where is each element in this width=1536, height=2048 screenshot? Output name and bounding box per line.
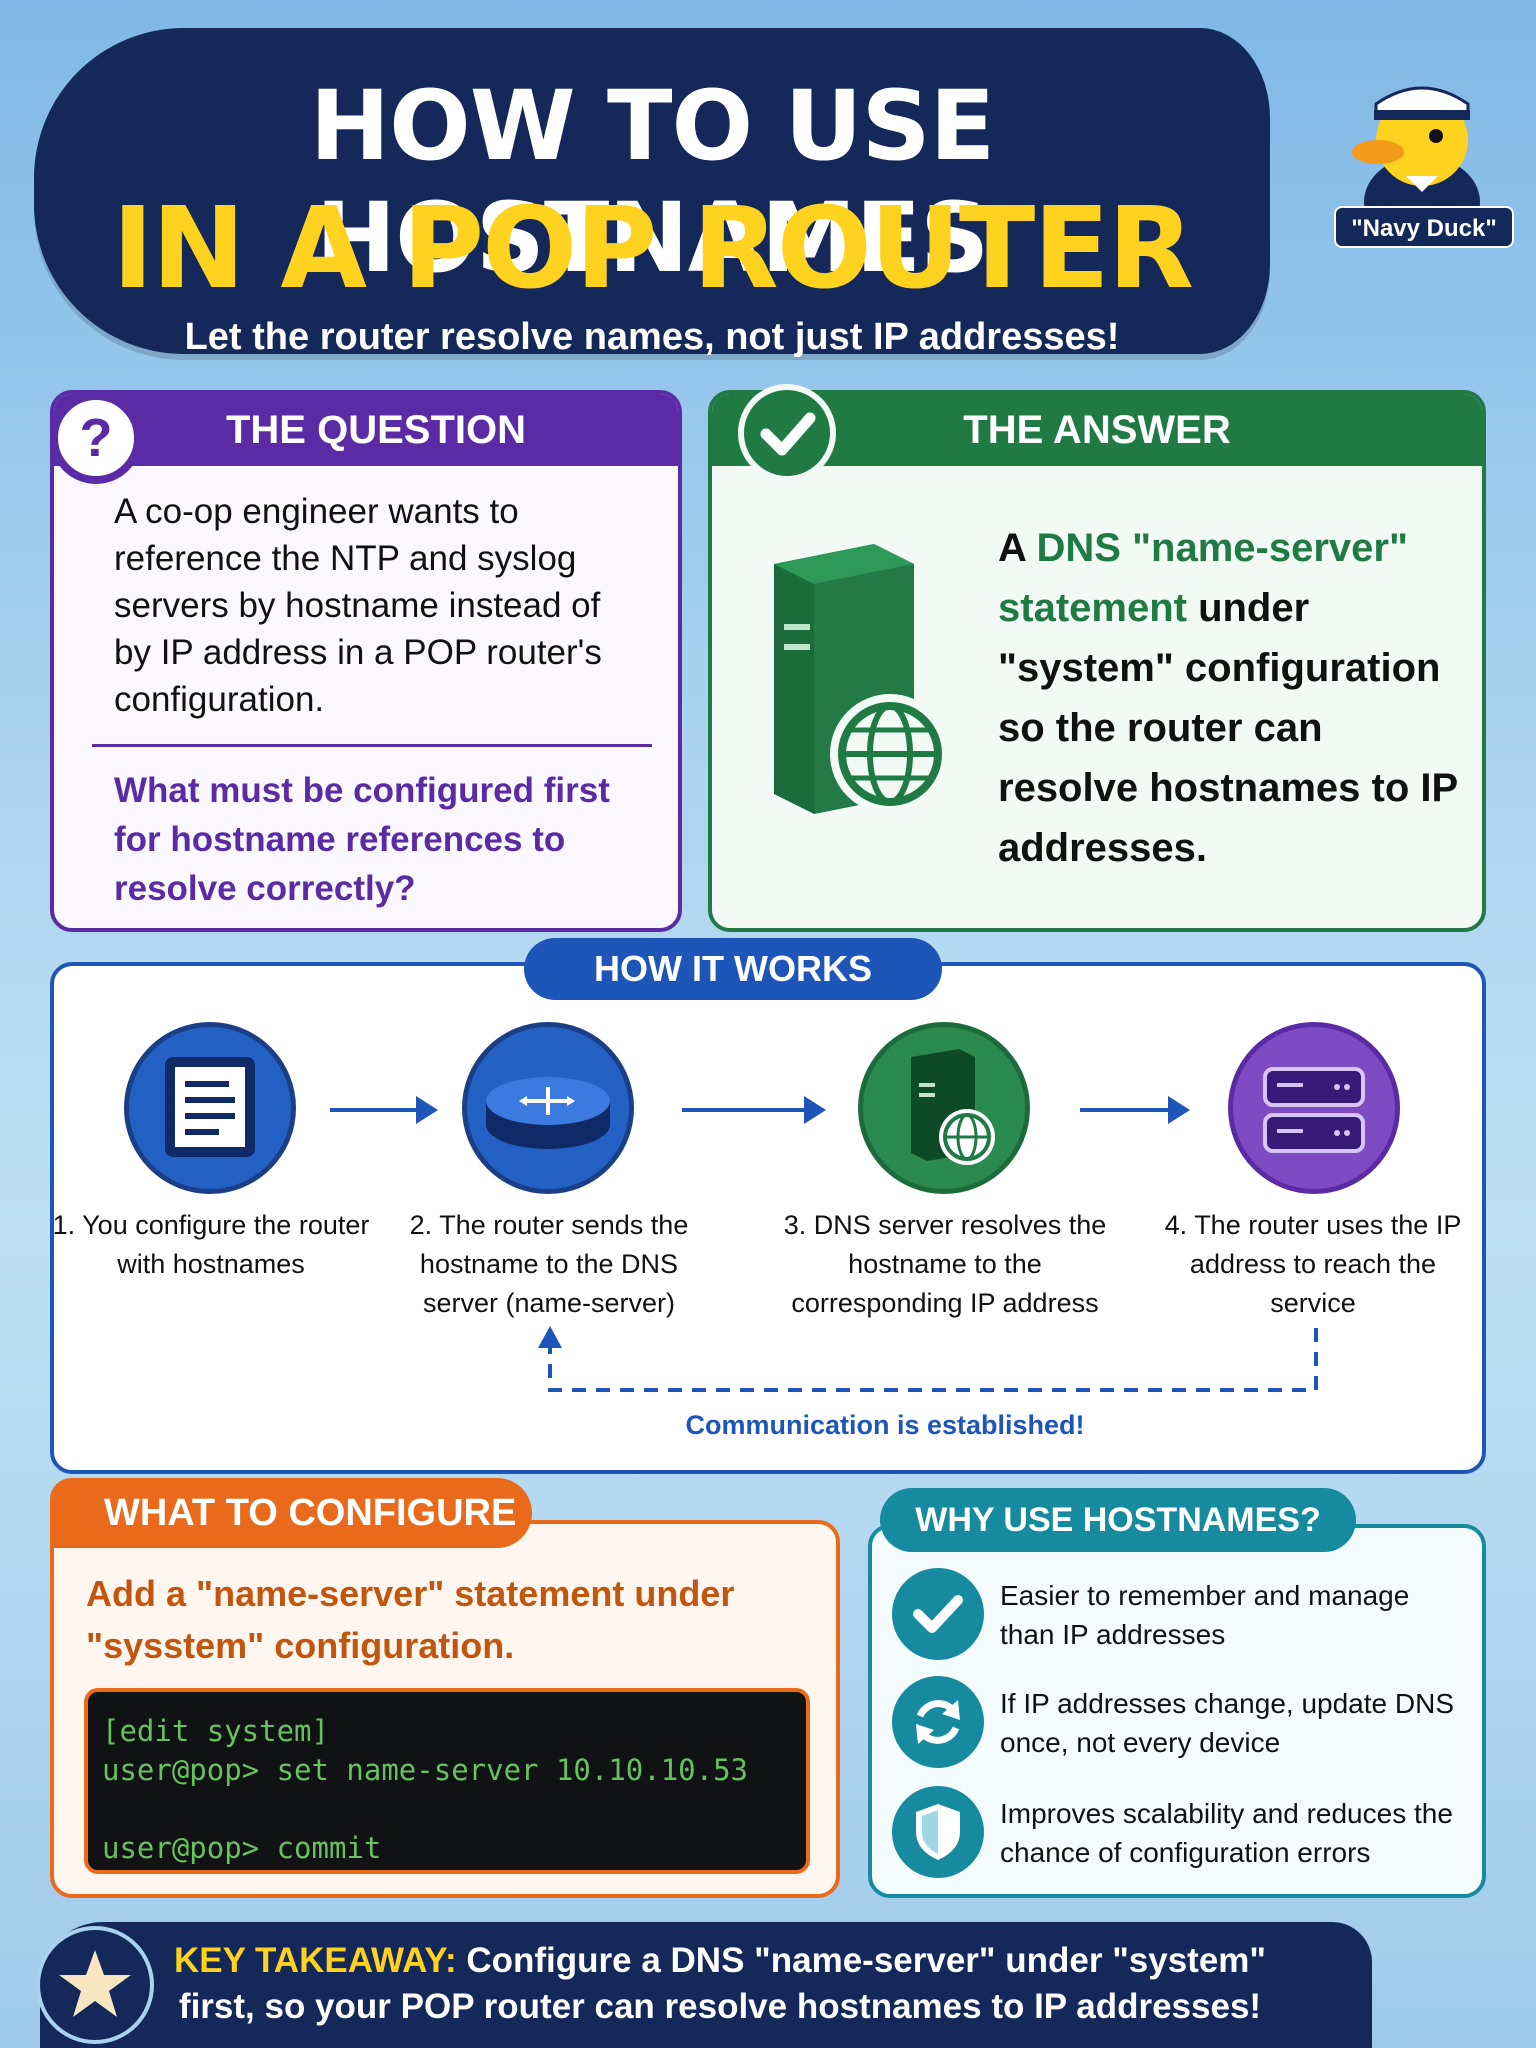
answer-text-suffix: under "system" configuration so the rout… xyxy=(998,586,1458,870)
answer-card: THE ANSWER A DNS "name-server" statement… xyxy=(708,390,1486,932)
router-icon xyxy=(462,1022,634,1194)
divider xyxy=(92,744,652,747)
check-icon xyxy=(892,1568,984,1660)
shield-icon xyxy=(892,1786,984,1878)
question-mark-icon: ? xyxy=(50,392,142,484)
refresh-icon xyxy=(892,1676,984,1768)
configure-text: Add a "name-server" statement under "sys… xyxy=(86,1573,735,1666)
terminal-line: user@pop> set name-server 10.10.10.53 xyxy=(102,1753,749,1787)
mascot-badge: "Navy Duck" xyxy=(1334,206,1514,248)
dns-server-globe-icon xyxy=(764,544,964,844)
key-takeaway-label: KEY TAKEAWAY: xyxy=(173,1941,457,1980)
question-card: THE QUESTION A co-op engineer wants to r… xyxy=(50,390,682,932)
step-2-label: 2. The router sends the hostname to the … xyxy=(409,1210,689,1318)
key-takeaway-text: KEY TAKEAWAY: Configure a DNS "name-serv… xyxy=(150,1938,1290,2030)
question-title: THE QUESTION xyxy=(225,408,527,452)
title-line-2: IN A POP ROUTER xyxy=(112,184,1194,314)
arrow-right-icon xyxy=(1080,1096,1190,1124)
why-item-2: If IP addresses change, update DNS once,… xyxy=(1000,1688,1454,1758)
why-item-3: Improves scalability and reduces the cha… xyxy=(1000,1798,1453,1868)
arrow-right-icon xyxy=(682,1096,826,1124)
terminal-line xyxy=(102,1790,792,1829)
subtitle: Let the router resolve names, not just I… xyxy=(184,316,1120,358)
step-1-label: 1. You configure the router with hostnam… xyxy=(52,1210,370,1279)
answer-highlight: DNS "name-server" statement xyxy=(998,526,1408,630)
answer-header xyxy=(712,394,1482,466)
title-line-1: HOW TO USE HOSTNAMES xyxy=(309,70,995,294)
arrow-right-icon xyxy=(330,1096,438,1124)
key-takeaway-bar xyxy=(40,1922,1372,2048)
terminal-code-block: [edit system] user@pop> set name-server … xyxy=(84,1688,810,1874)
answer-title: THE ANSWER xyxy=(963,408,1231,452)
why-item-1: Easier to remember and manage than IP ad… xyxy=(1000,1580,1410,1650)
dns-server-icon xyxy=(858,1022,1030,1194)
star-icon xyxy=(36,1926,154,2044)
checkmark-icon xyxy=(738,384,836,482)
document-icon xyxy=(124,1022,296,1194)
question-header xyxy=(54,394,678,466)
answer-text-prefix: A xyxy=(998,526,1037,570)
how-it-works-title: HOW IT WORKS xyxy=(524,938,942,1000)
question-body: A co-op engineer wants to reference the … xyxy=(114,492,602,719)
terminal-line: user@pop> commit xyxy=(102,1831,382,1865)
navy-duck-mascot-icon xyxy=(1326,52,1516,252)
question-prompt: What must be configured first for hostna… xyxy=(114,771,610,908)
answer-body: A DNS "name-server" statement under "sys… xyxy=(998,518,1468,878)
title-banner: HOW TO USE HOSTNAMES IN A POP ROUTER Let… xyxy=(34,28,1270,358)
why-title: WHY USE HOSTNAMES? xyxy=(880,1488,1356,1552)
feedback-loop-arrow xyxy=(530,1324,1330,1396)
configure-title: WHAT TO CONFIGURE xyxy=(50,1478,532,1548)
terminal-line: [edit system] xyxy=(102,1714,329,1748)
feedback-text: Communication is established! xyxy=(685,1410,1085,1440)
step-4-label: 4. The router uses the IP address to rea… xyxy=(1164,1210,1462,1318)
step-3-label: 3. DNS server resolves the hostname to t… xyxy=(783,1210,1107,1318)
server-rack-icon xyxy=(1228,1022,1400,1194)
key-takeaway-body: Configure a DNS "name-server" under "sys… xyxy=(178,1941,1267,2026)
